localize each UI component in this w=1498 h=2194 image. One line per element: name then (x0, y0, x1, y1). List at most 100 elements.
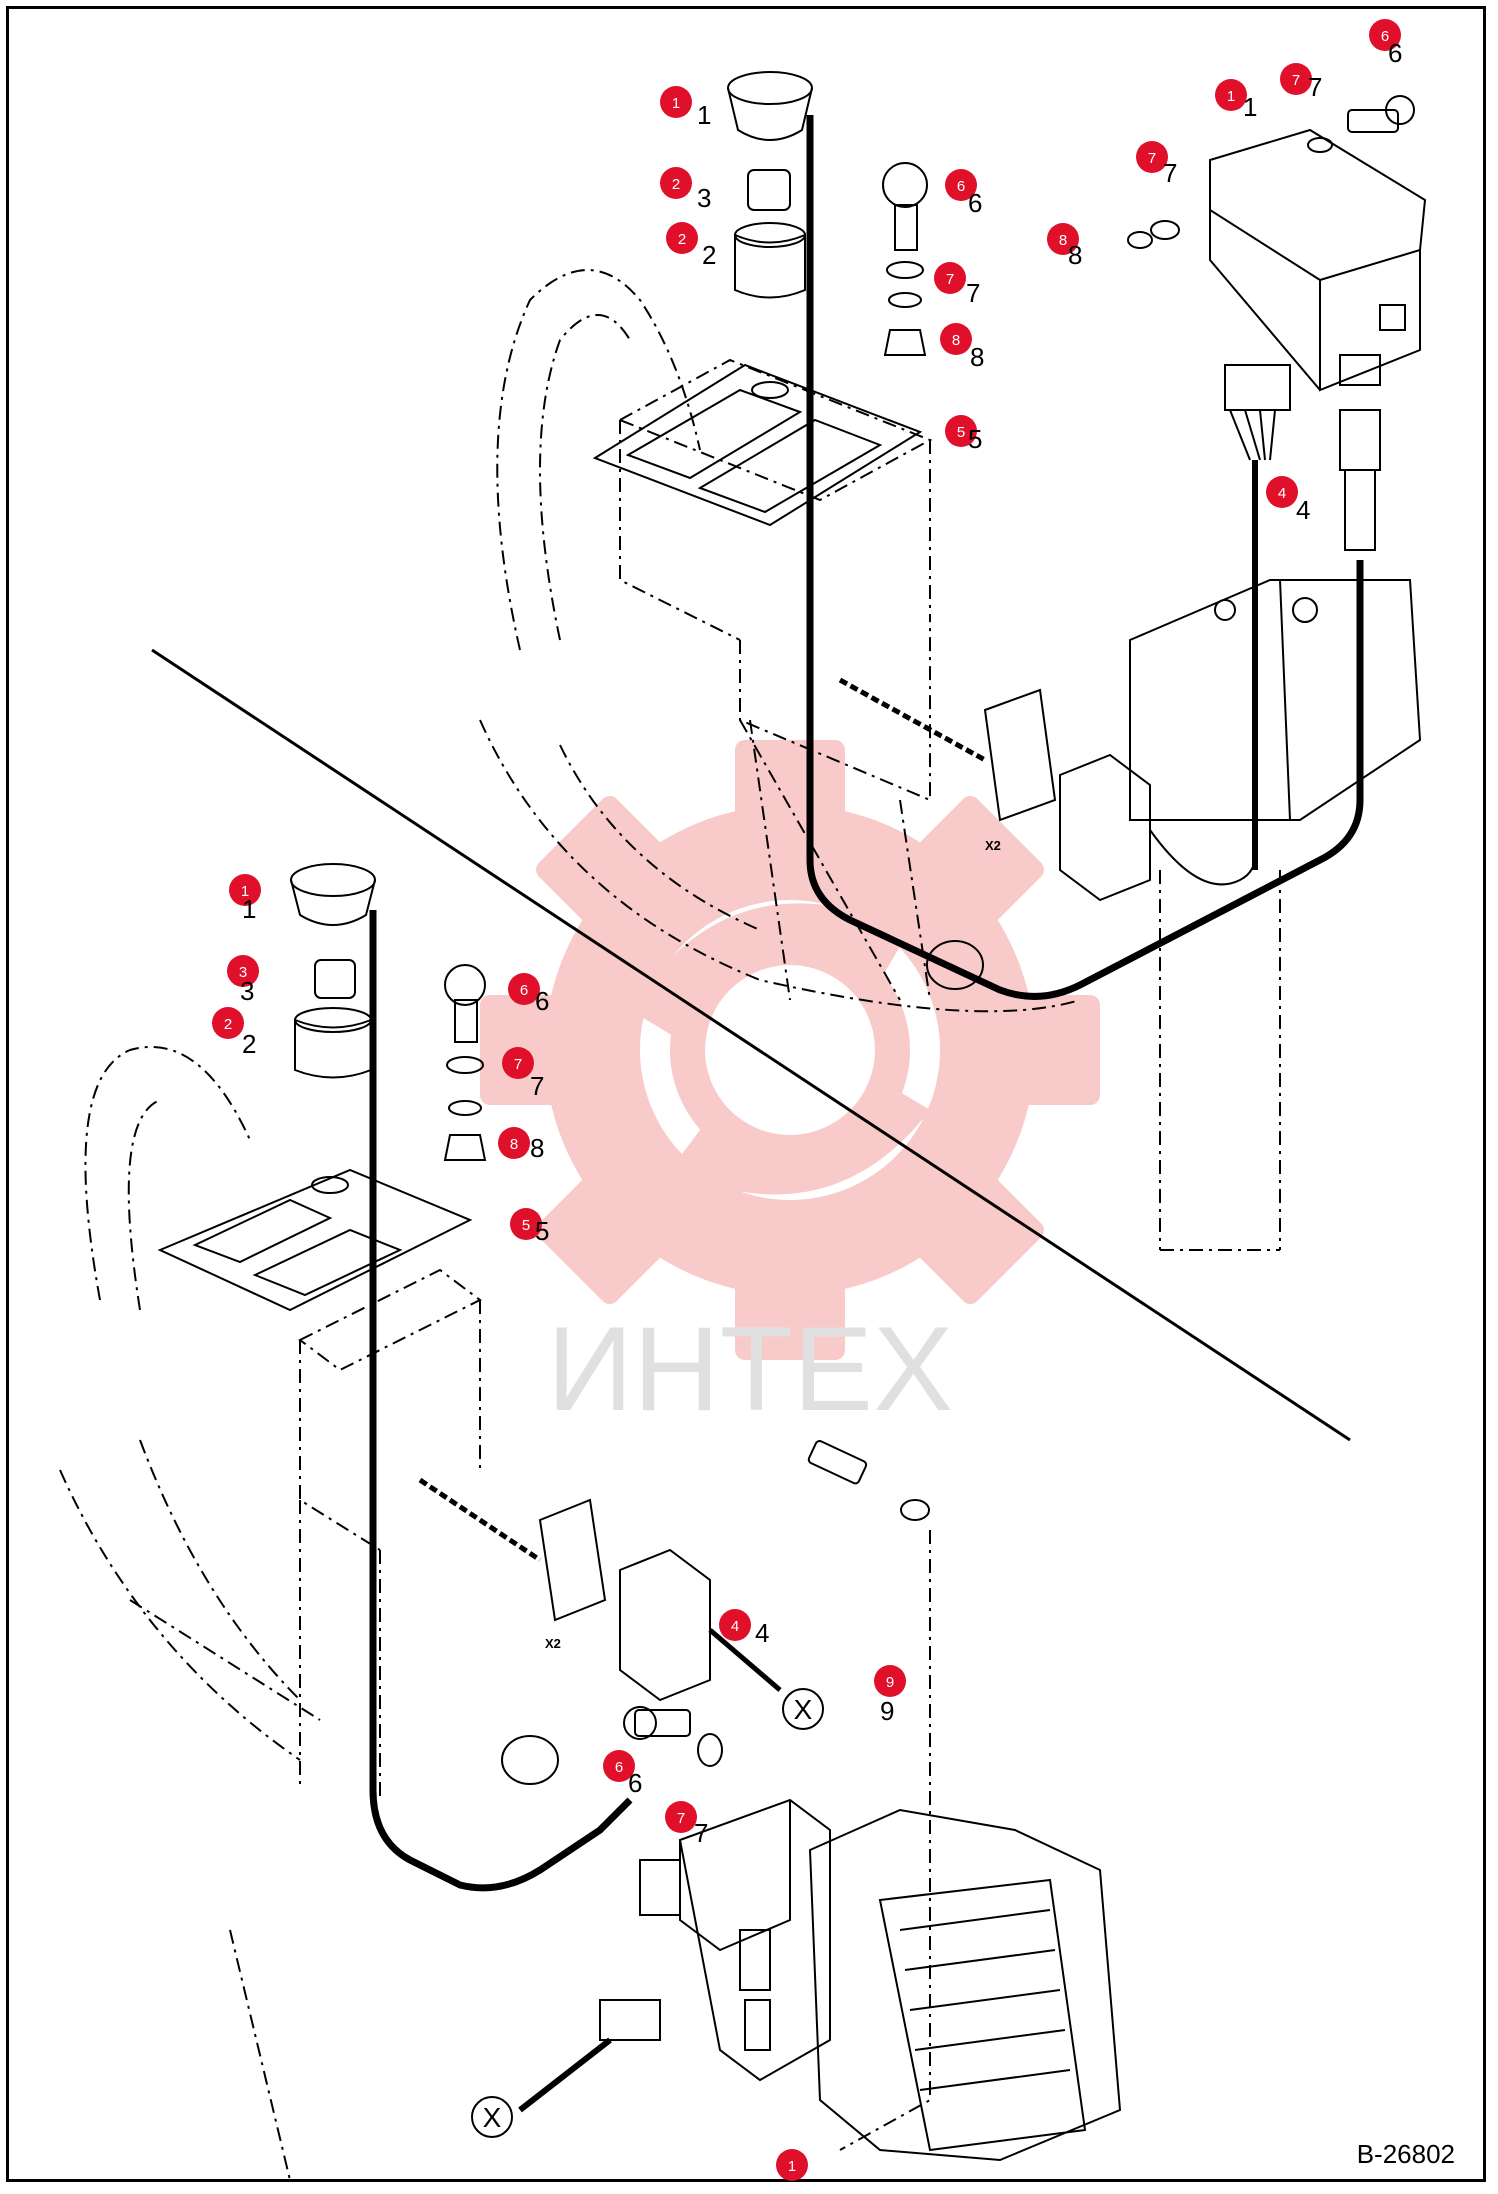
upper-relay-boxes (838, 677, 1257, 902)
svg-text:8: 8 (1059, 232, 1067, 249)
upper-bolt-right (1127, 95, 1415, 249)
svg-text:8: 8 (530, 1133, 544, 1163)
svg-text:7: 7 (514, 1056, 522, 1073)
svg-text:4: 4 (1278, 485, 1286, 502)
callout-badge: 4 (719, 1609, 751, 1641)
svg-text:8: 8 (510, 1136, 518, 1153)
upper-harness-cable (806, 115, 1364, 1000)
upper-grommet (926, 940, 984, 990)
svg-text:6: 6 (968, 188, 982, 218)
svg-text:2: 2 (672, 176, 680, 193)
svg-text:2: 2 (224, 1016, 232, 1033)
svg-text:7: 7 (946, 271, 954, 288)
intech-watermark: ИНТЕХ (480, 740, 1100, 1436)
upper-mounting-plate (592, 363, 923, 527)
gear-logo-icon (480, 740, 1100, 1360)
upper-view (479, 71, 1427, 1251)
svg-text:7: 7 (530, 1071, 544, 1101)
svg-text:1: 1 (241, 883, 249, 900)
callout-badge: 6 (603, 1750, 635, 1782)
svg-text:8: 8 (1068, 240, 1082, 270)
svg-text:1: 1 (242, 894, 256, 924)
lower-bolt-stack (443, 964, 487, 1161)
svg-text:1: 1 (697, 100, 711, 130)
page-border (6, 6, 1486, 2182)
lower-callouts: 1 3 2 6 7 8 5 4 9 6 7 1 (212, 874, 906, 2181)
svg-text:7: 7 (1163, 158, 1177, 188)
svg-text:2: 2 (242, 1029, 256, 1059)
lower-view (59, 863, 1122, 2181)
callout-badge: 8 (498, 1127, 530, 1159)
svg-text:3: 3 (239, 964, 247, 981)
callout-badge: 7 (665, 1801, 697, 1833)
svg-text:6: 6 (628, 1768, 642, 1798)
lower-printed-numbers: 1 3 2 6 7 8 5 4 9 6 7 (240, 894, 894, 1848)
upper-callouts: 1 2 2 6 7 8 5 1 7 6 7 8 4 (660, 19, 1401, 508)
callout-badge: 6 (508, 973, 540, 1005)
callout-badge: 4 (1266, 476, 1298, 508)
svg-text:5: 5 (522, 1217, 530, 1234)
svg-text:8: 8 (970, 342, 984, 372)
svg-text:1: 1 (672, 95, 680, 112)
svg-text:6: 6 (535, 986, 549, 1016)
callout-badge: 1 (776, 2149, 808, 2181)
svg-text:7: 7 (1148, 150, 1156, 167)
svg-text:3: 3 (240, 976, 254, 1006)
upper-seat-outline (479, 269, 1281, 1251)
svg-text:7: 7 (677, 1810, 685, 1827)
svg-text:6: 6 (1381, 28, 1389, 45)
svg-text:7: 7 (1308, 72, 1322, 102)
svg-text:2: 2 (678, 231, 686, 248)
callout-badge: 1 (229, 874, 261, 906)
svg-text:4: 4 (731, 1618, 739, 1635)
svg-text:8: 8 (952, 332, 960, 349)
callout-badge: 7 (1136, 141, 1168, 173)
upper-console-block (1129, 579, 1422, 821)
callout-badge: 7 (502, 1047, 534, 1079)
cable-end-x-label-top: X (794, 1694, 813, 1725)
watermark-text: ИНТЕХ (547, 1302, 953, 1436)
lower-mounting-plate (157, 1168, 473, 1312)
callout-badge: 8 (940, 323, 972, 355)
callout-badge: 7 (1280, 63, 1312, 95)
upper-ignition-switch (727, 71, 813, 299)
lower-connector-label: X2 (545, 1636, 561, 1651)
lower-ignition-switch (290, 863, 376, 1079)
callout-badge: 1 (1215, 79, 1247, 111)
lower-harness-cable (369, 910, 633, 1892)
callout-badge: 6 (1369, 19, 1401, 51)
upper-controller-module (1209, 128, 1427, 392)
svg-text:7: 7 (1292, 72, 1300, 89)
callout-badge: 1 (660, 86, 692, 118)
cable-end-x-label-bottom: X (483, 2102, 502, 2133)
svg-text:5: 5 (957, 424, 965, 441)
lower-grommet (501, 1735, 559, 1785)
svg-text:2: 2 (702, 240, 716, 270)
svg-text:9: 9 (886, 1674, 894, 1691)
svg-text:5: 5 (535, 1216, 549, 1246)
svg-text:4: 4 (1296, 495, 1310, 525)
svg-text:5: 5 (968, 424, 982, 454)
lower-relay-boxes (418, 1477, 782, 1702)
lower-fuse-panel (808, 1808, 1122, 2162)
upper-connector-4 (1224, 364, 1381, 870)
svg-text:1: 1 (1243, 92, 1257, 122)
svg-text:6: 6 (615, 1759, 623, 1776)
callout-badge: 2 (660, 167, 692, 199)
svg-text:1: 1 (1227, 88, 1235, 105)
callout-badge: 3 (227, 955, 259, 987)
view-divider-line (151, 648, 1351, 1442)
callout-badge: 2 (212, 1007, 244, 1039)
lower-seat-outline (59, 1045, 931, 2181)
upper-connector-label: X2 (985, 838, 1001, 853)
svg-text:7: 7 (966, 278, 980, 308)
lower-cable-end-x-top (782, 1688, 824, 1730)
svg-text:6: 6 (1388, 38, 1402, 68)
svg-text:6: 6 (957, 178, 965, 195)
callout-badge: 6 (945, 169, 977, 201)
svg-text:7: 7 (694, 1818, 708, 1848)
callout-badge: 8 (1047, 223, 1079, 255)
upper-bolt-stack (882, 162, 928, 356)
callout-badge: 5 (510, 1208, 542, 1240)
